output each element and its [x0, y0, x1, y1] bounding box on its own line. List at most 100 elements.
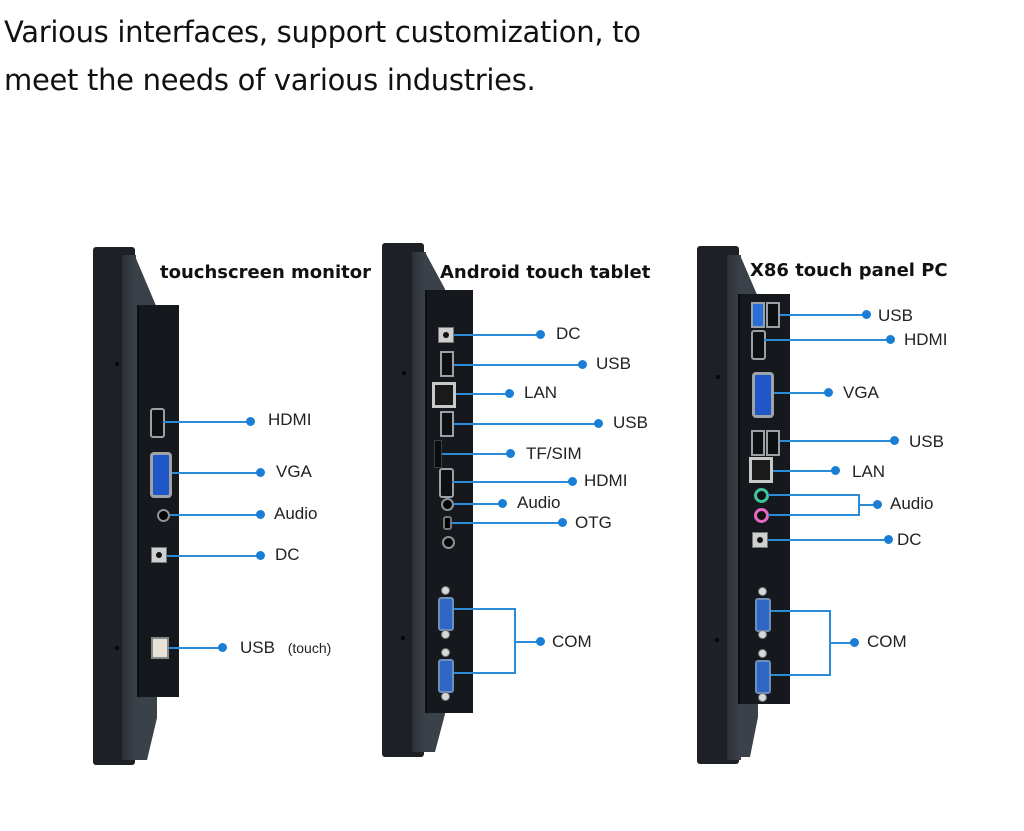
port-label-com: COM — [552, 632, 592, 651]
connector-line — [169, 647, 222, 649]
connector-dot — [256, 551, 265, 560]
connector-dot — [505, 389, 514, 398]
monitor-port-plate — [137, 305, 179, 697]
connector-dot — [246, 417, 255, 426]
usb-label: USB — [240, 638, 275, 657]
connector-line — [163, 421, 250, 423]
connector-dot — [506, 449, 515, 458]
com-port-icon — [755, 660, 771, 694]
connector-dot — [884, 535, 893, 544]
com-screw — [441, 586, 450, 595]
connector-line — [454, 423, 598, 425]
port-label-hdmi: HDMI — [584, 471, 628, 490]
hdmi-port-icon — [751, 330, 766, 360]
headline: Various interfaces, support customizatio… — [4, 8, 641, 104]
connector-dot — [850, 638, 859, 647]
port-label-usb: USB — [878, 306, 913, 325]
screw — [115, 646, 119, 650]
connector-line — [858, 504, 876, 506]
lan-port-icon — [432, 382, 456, 408]
connector-line — [764, 339, 890, 341]
port-label-audio: Audio — [890, 494, 934, 513]
hdmi-port-icon — [150, 408, 165, 438]
connector-line — [514, 641, 540, 643]
connector-line — [768, 514, 860, 516]
screw — [115, 362, 119, 366]
connector-line — [771, 674, 831, 676]
audio-out-jack-icon — [754, 488, 769, 503]
monitor-bezel-edge — [122, 255, 136, 760]
port-label-usb: USB — [613, 413, 648, 432]
connector-line — [780, 440, 894, 442]
usb-port-icon — [440, 411, 454, 437]
com-port-icon — [755, 598, 771, 632]
com-port-icon — [438, 597, 454, 631]
headline-line-1: Various interfaces, support customizatio… — [4, 15, 641, 49]
connector-line — [768, 494, 860, 496]
mic-in-jack-icon — [754, 508, 769, 523]
panel-title: X86 touch panel PC — [750, 260, 948, 281]
vga-port-icon — [150, 452, 172, 498]
dc-port-icon — [752, 532, 768, 548]
connector-line — [172, 472, 260, 474]
com-port-icon — [438, 659, 454, 693]
connector-dot — [536, 637, 545, 646]
connector-line — [768, 539, 888, 541]
headphone-jack-icon — [442, 536, 455, 549]
screw — [401, 636, 405, 640]
port-label-dc: DC — [897, 530, 922, 549]
connector-dot — [873, 500, 882, 509]
audio-jack-icon — [441, 498, 454, 511]
usb-b-port-icon — [151, 637, 169, 659]
connector-dot — [594, 419, 603, 428]
screw — [716, 375, 720, 379]
port-label-com: COM — [867, 632, 907, 651]
audio-jack-icon — [157, 509, 170, 522]
tf-sim-slot-icon — [434, 440, 442, 468]
connector-dot — [578, 360, 587, 369]
port-label-vga: VGA — [276, 462, 312, 481]
tablet-bezel-edge — [412, 252, 426, 752]
connector-line — [170, 514, 258, 516]
connector-dot — [256, 510, 265, 519]
connector-dot — [824, 388, 833, 397]
com-screw — [441, 648, 450, 657]
connector-dot — [568, 477, 577, 486]
connector-line — [771, 610, 831, 612]
com-screw — [441, 630, 450, 639]
com-screw — [441, 692, 450, 701]
connector-line — [442, 453, 510, 455]
port-label-vga: VGA — [843, 383, 879, 402]
connector-dot — [256, 468, 265, 477]
port-label-audio: Audio — [274, 504, 318, 523]
port-label-usb: USB — [909, 432, 944, 451]
connector-dot — [862, 310, 871, 319]
port-label-hdmi: HDMI — [268, 410, 312, 429]
port-label-dc: DC — [556, 324, 581, 343]
dc-port-icon — [438, 327, 454, 343]
vga-port-icon — [752, 372, 774, 418]
port-label-lan: LAN — [524, 383, 558, 402]
panel-title: touchscreen monitor — [160, 262, 371, 283]
port-label-otg: OTG — [575, 513, 612, 532]
lan-port-icon — [749, 457, 773, 483]
headline-line-2: meet the needs of various industries. — [4, 63, 536, 97]
connector-line — [829, 642, 853, 644]
pc-bezel-edge — [727, 255, 741, 760]
connector-dot — [558, 518, 567, 527]
connector-dot — [498, 499, 507, 508]
connector-line — [452, 481, 572, 483]
connector-line — [773, 470, 835, 472]
usb3-port-icon — [751, 302, 765, 328]
connector-line — [780, 314, 865, 316]
usb-port-icon — [766, 302, 780, 328]
com-screw — [758, 630, 767, 639]
com-screw — [758, 693, 767, 702]
connector-line — [454, 364, 582, 366]
dc-port-icon — [151, 547, 167, 563]
connector-line — [454, 608, 516, 610]
panel-title: Android touch tablet — [440, 262, 651, 283]
com-screw — [758, 649, 767, 658]
connector-dot — [886, 335, 895, 344]
port-label-usb: USB — [596, 354, 631, 373]
